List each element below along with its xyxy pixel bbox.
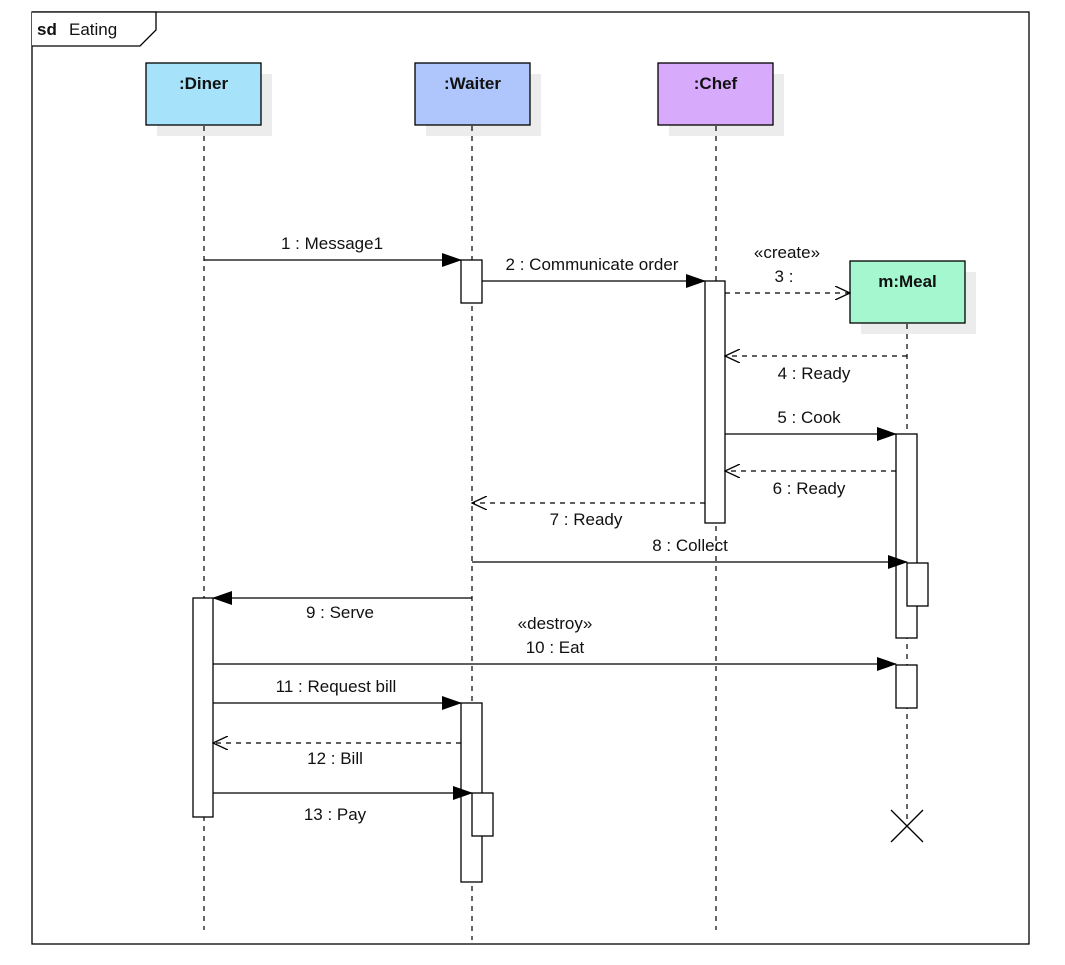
participant-diner-box <box>145 62 262 126</box>
message-10-label: 10 : Eat <box>526 638 585 657</box>
message-11-label: 11 : Request bill <box>276 677 397 696</box>
activation-waiter-3 <box>471 792 494 837</box>
interaction-frame <box>31 11 1030 945</box>
message-3[interactable]: «create» 3 : <box>725 243 850 293</box>
activation-meal-2 <box>906 562 929 607</box>
message-1[interactable]: 1 : Message1 <box>204 234 462 267</box>
participant-meal-box <box>849 260 966 324</box>
destroy-x-mark <box>890 809 924 843</box>
message-9-label: 9 : Serve <box>306 603 374 622</box>
message-12[interactable]: 12 : Bill <box>213 743 461 768</box>
participant-waiter-box <box>414 62 531 126</box>
activation-diner-1 <box>192 597 214 818</box>
message-5[interactable]: 5 : Cook <box>725 408 897 441</box>
frame-tab <box>32 11 157 47</box>
message-3-label: 3 : <box>775 267 794 286</box>
message-4-label: 4 : Ready <box>778 364 851 383</box>
message-6-label: 6 : Ready <box>773 479 846 498</box>
message-2-label: 2 : Communicate order <box>506 255 679 274</box>
message-7[interactable]: 7 : Ready <box>472 503 705 529</box>
participant-waiter-label: :Waiter <box>444 74 501 93</box>
message-10-stereotype: «destroy» <box>518 614 593 633</box>
participant-chef-box <box>657 62 774 126</box>
participant-diner[interactable]: :Diner <box>145 62 262 126</box>
message-10[interactable]: «destroy» 10 : Eat <box>213 614 897 671</box>
participant-diner-label: :Diner <box>179 74 229 93</box>
message-13-label: 13 : Pay <box>304 805 367 824</box>
message-5-label: 5 : Cook <box>777 408 841 427</box>
message-4[interactable]: 4 : Ready <box>725 356 907 383</box>
frame-name: Eating <box>69 20 117 39</box>
message-13[interactable]: 13 : Pay <box>213 786 473 824</box>
message-2[interactable]: 2 : Communicate order <box>482 255 706 288</box>
activation-waiter-1 <box>460 259 483 304</box>
message-6[interactable]: 6 : Ready <box>725 471 896 498</box>
message-8[interactable]: 8 : Collect <box>472 536 908 569</box>
message-7-label: 7 : Ready <box>550 510 623 529</box>
activation-meal-1 <box>895 433 918 639</box>
activation-meal-3 <box>895 664 918 709</box>
message-8-label: 8 : Collect <box>652 536 728 555</box>
participant-chef-label: :Chef <box>694 74 738 93</box>
message-9[interactable]: 9 : Serve <box>212 591 472 622</box>
participant-meal-label: m:Meal <box>878 272 937 291</box>
message-12-label: 12 : Bill <box>307 749 363 768</box>
participant-chef[interactable]: :Chef <box>657 62 774 126</box>
frame-keyword: sd <box>37 20 57 39</box>
message-11[interactable]: 11 : Request bill <box>213 677 462 710</box>
message-1-label: 1 : Message1 <box>281 234 383 253</box>
participant-meal[interactable]: m:Meal <box>849 260 966 324</box>
activation-chef-1 <box>704 280 726 524</box>
message-3-stereotype: «create» <box>754 243 820 262</box>
participant-waiter[interactable]: :Waiter <box>414 62 531 126</box>
